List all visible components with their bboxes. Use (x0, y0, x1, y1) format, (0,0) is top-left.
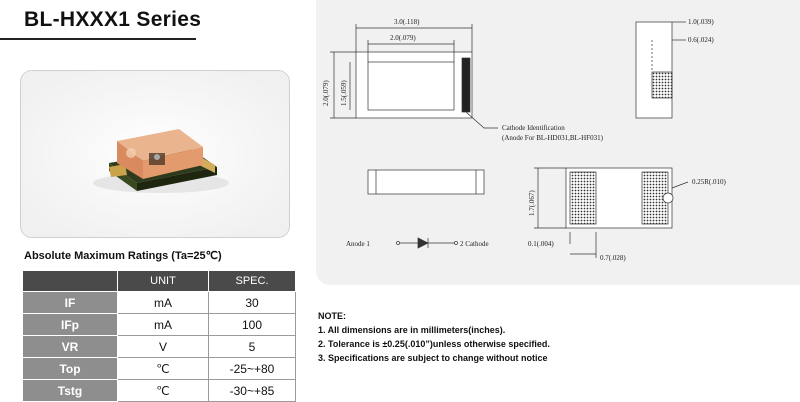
unit-cell: mA (117, 291, 209, 314)
note-item: 2. Tolerance is ±0.25(.010”)unless other… (318, 339, 550, 349)
title-underline (0, 38, 196, 40)
param-cell: Tstg (22, 379, 118, 402)
product-photo (20, 70, 290, 238)
unit-cell: ℃ (117, 379, 209, 402)
column-header: UNIT (117, 270, 209, 292)
ratings-table: UNIT SPEC. IF mA 30 IFp mA 100 VR V 5 To… (22, 270, 296, 402)
anode-label: Anode 1 (346, 240, 370, 248)
spec-cell: -30~+85 (208, 379, 296, 402)
column-header (22, 270, 118, 292)
spec-cell: 5 (208, 335, 296, 358)
param-cell: VR (22, 335, 118, 358)
notes-block: NOTE: 1. All dimensions are in millimete… (318, 309, 550, 365)
page-title: BL-HXXX1 Series (24, 8, 202, 31)
dim-gap: 0.1(.004) (528, 240, 554, 248)
dim-height: 2.0(.079) (322, 80, 330, 106)
cathode-id-note: (Anode For BL-HD031,BL-HF031) (502, 134, 604, 142)
cathode-label: 2 Cathode (460, 240, 489, 248)
param-cell: Top (22, 357, 118, 380)
ratings-title: Absolute Maximum Ratings (Ta=25℃) (24, 250, 222, 262)
dim-inner-height: 1.5(.059) (340, 80, 348, 106)
table-row: VR V 5 (22, 335, 296, 358)
spec-cell: 100 (208, 313, 296, 336)
ratings-header-row: UNIT SPEC. (22, 270, 296, 292)
cathode-id-label: Cathode Identification (502, 124, 565, 132)
table-row: Tstg ℃ -30~+85 (22, 379, 296, 402)
led-chip-image (21, 71, 289, 237)
unit-cell: V (117, 335, 209, 358)
column-header: SPEC. (208, 270, 296, 292)
param-cell: IFp (22, 313, 118, 336)
dimension-drawing-panel: 3.0(.118) 2.0(.079) 2.0(.079) 1.5(.059) … (316, 0, 800, 285)
table-row: IFp mA 100 (22, 313, 296, 336)
spec-cell: 30 (208, 291, 296, 314)
unit-cell: mA (117, 313, 209, 336)
dim-side-width: 1.0(.039) (688, 18, 714, 26)
notes-title: NOTE: (318, 311, 346, 321)
dim-side-inner: 0.6(.024) (688, 36, 714, 44)
dim-length: 3.0(.118) (394, 18, 420, 26)
param-cell: IF (22, 291, 118, 314)
note-item: 1. All dimensions are in millimeters(inc… (318, 325, 506, 335)
table-row: IF mA 30 (22, 291, 296, 314)
note-item: 3. Specifications are subject to change … (318, 353, 548, 363)
dimension-drawing: 3.0(.118) 2.0(.079) 2.0(.079) 1.5(.059) … (322, 18, 727, 262)
spec-cell: -25~+80 (208, 357, 296, 380)
dim-radius: 0.25R(.010) (692, 178, 727, 186)
table-row: Top ℃ -25~+80 (22, 357, 296, 380)
dim-pad-height: 1.7(.067) (528, 190, 536, 216)
dim-pad-width: 0.7(.028) (600, 254, 626, 262)
unit-cell: ℃ (117, 357, 209, 380)
dim-inner-length: 2.0(.079) (390, 34, 416, 42)
